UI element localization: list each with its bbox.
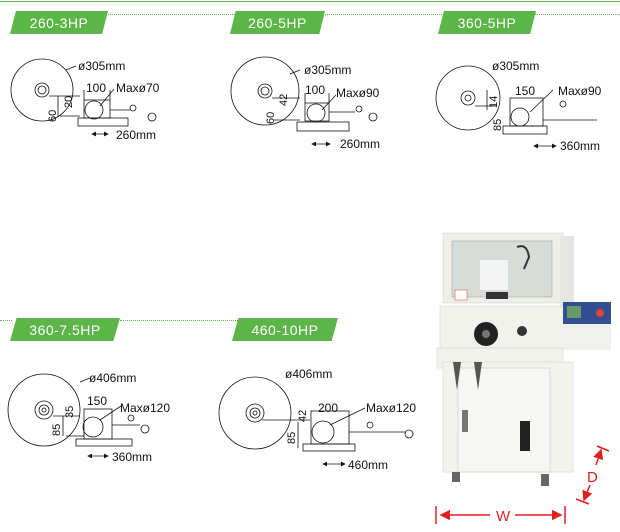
model-tab-360-5hp: 360-5HP — [438, 11, 536, 34]
divider-dotted — [320, 14, 450, 15]
top-rule — [0, 1, 620, 2]
height-lower-label: 60 — [265, 112, 277, 124]
height-lower-label: 85 — [286, 432, 298, 444]
height-lower-label: 85 — [492, 119, 504, 131]
stroke-label: 260mm — [340, 137, 380, 151]
vise-width-label: 150 — [515, 84, 535, 98]
model-tab-360-7-5hp: 360-7.5HP — [10, 318, 120, 341]
height-lower-label: 60 — [47, 110, 59, 122]
width-label: W — [496, 508, 511, 525]
diagram-460-10hp — [218, 376, 414, 467]
max-capacity-label: Maxø120 — [366, 401, 416, 415]
width-dimension — [435, 506, 566, 524]
max-capacity-label: Maxø70 — [116, 81, 160, 95]
depth-label: D — [587, 469, 598, 486]
model-tab-460-10hp: 460-10HP — [232, 318, 338, 341]
height-upper-label: 20 — [63, 96, 75, 108]
vise-width-label: 150 — [87, 394, 107, 408]
diagram-260-3hp — [10, 58, 157, 137]
diagram-360-7-5hp — [7, 373, 150, 459]
depth-dimension — [575, 445, 610, 505]
blade-diameter-label: ø305mm — [78, 59, 125, 73]
stroke-label: 360mm — [112, 450, 152, 464]
model-tab-260-3hp: 260-3HP — [10, 11, 108, 34]
blade-diameter-label: ø406mm — [285, 367, 332, 381]
blade-diameter-label: ø406mm — [89, 371, 136, 385]
model-tab-260-5hp: 260-5HP — [230, 11, 325, 34]
vise-width-label: 100 — [86, 81, 106, 95]
machine-photo — [436, 232, 611, 486]
diagram-360-5hp — [435, 65, 597, 149]
diagram-260-5hp — [230, 56, 378, 147]
max-capacity-label: Maxø90 — [336, 86, 380, 100]
height-upper-label: 35 — [64, 406, 76, 418]
stroke-label: 360mm — [560, 139, 600, 153]
vise-width-label: 200 — [318, 401, 338, 415]
divider-dotted — [120, 320, 238, 321]
blade-circle — [10, 58, 74, 122]
max-capacity-label: Maxø90 — [558, 84, 602, 98]
height-upper-label: 42 — [278, 94, 290, 106]
height-lower-label: 85 — [51, 424, 63, 436]
blade-diameter-label: ø305mm — [492, 59, 539, 73]
stroke-label: 460mm — [348, 458, 388, 472]
divider-dotted — [0, 320, 12, 321]
height-upper-label: 14 — [488, 96, 500, 108]
max-capacity-label: Maxø120 — [120, 401, 170, 415]
stroke-label: 260mm — [116, 128, 156, 142]
blade-diameter-label: ø305mm — [304, 63, 351, 77]
divider-dotted — [530, 14, 620, 15]
vise-width-label: 100 — [305, 83, 325, 97]
height-upper-label: 42 — [297, 410, 309, 422]
divider-dotted — [105, 14, 235, 15]
